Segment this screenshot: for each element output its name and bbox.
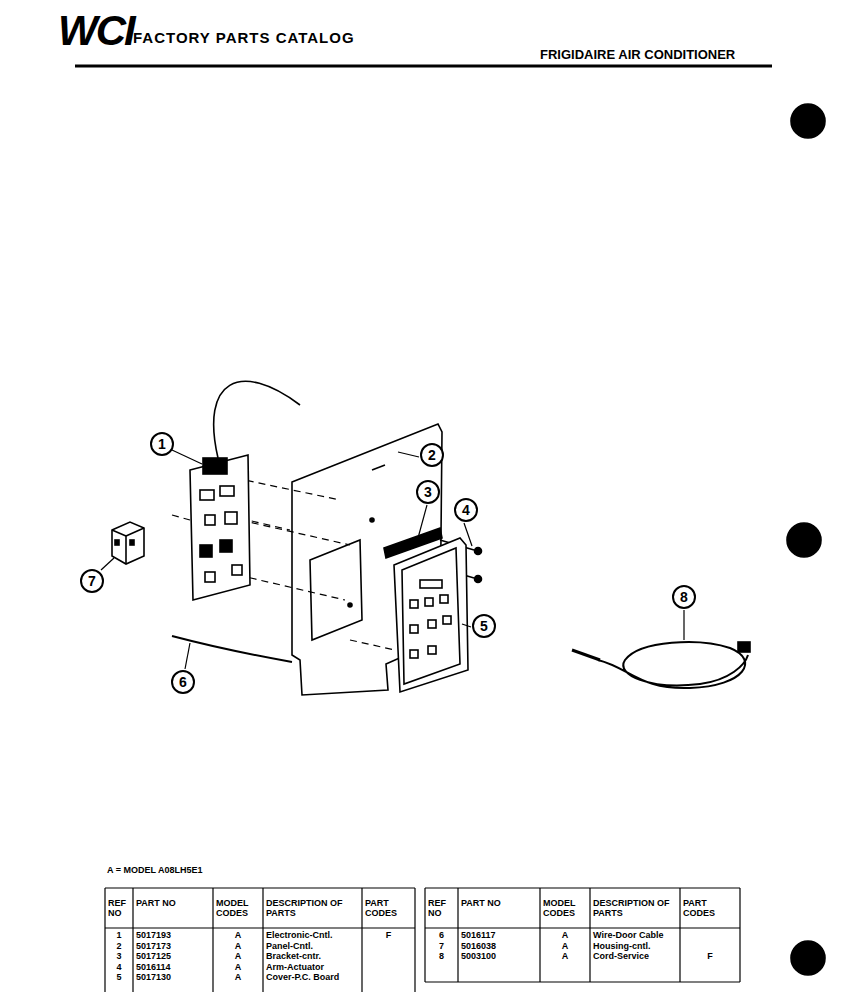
callout-number: 3 — [424, 485, 432, 499]
part-description: Cover-P.C. Board — [266, 973, 339, 983]
model-code: A — [540, 952, 590, 962]
callout-circle: 5 — [472, 614, 496, 638]
ref-number: 7 — [425, 942, 458, 952]
column-header: DESCRIPTION OF PARTS — [593, 899, 678, 919]
model-code: A — [213, 931, 263, 941]
ref-number: 5 — [105, 973, 133, 983]
callout-circle: 3 — [416, 480, 440, 504]
part-number: 5017130 — [136, 973, 171, 983]
callout-circle: 2 — [420, 443, 444, 467]
binder-hole — [787, 523, 821, 557]
part-code: F — [680, 952, 740, 962]
column-header: MODEL CODES — [216, 899, 261, 919]
model-code: A — [540, 931, 590, 941]
model-code: A — [213, 952, 263, 962]
housing — [112, 522, 144, 564]
part-number: 5016114 — [136, 963, 171, 973]
product-heading: FRIGIDAIRE AIR CONDITIONER — [540, 48, 735, 62]
ref-number: 3 — [105, 952, 133, 962]
wire — [214, 381, 300, 458]
callout-number: 4 — [462, 503, 470, 517]
part-code: F — [362, 931, 415, 941]
column-header: REF NO — [428, 899, 456, 919]
part-number: 5016038 — [461, 942, 496, 952]
column-header: DESCRIPTION OF PARTS — [266, 899, 360, 919]
column-header: REF NO — [108, 899, 131, 919]
part-description: Wire-Door Cable — [593, 931, 663, 941]
model-code: A — [213, 963, 263, 973]
part-number: 5017125 — [136, 952, 171, 962]
binder-hole — [791, 941, 825, 975]
callout-circle: 6 — [171, 670, 195, 694]
callout-circle: 8 — [672, 585, 696, 609]
ref-number: 4 — [105, 963, 133, 973]
column-header: MODEL CODES — [543, 899, 588, 919]
callout-circle: 1 — [150, 432, 174, 456]
part-description: Panel-Cntl. — [266, 942, 313, 952]
column-header: PART NO — [136, 899, 211, 909]
column-header: PART CODES — [365, 899, 413, 919]
model-code: A — [213, 973, 263, 983]
brand-logo: WCI — [58, 8, 134, 54]
header-rule — [75, 65, 772, 68]
part-number: 5003100 — [461, 952, 496, 962]
cover — [394, 538, 468, 692]
part-number: 5017173 — [136, 942, 171, 952]
callout-number: 5 — [480, 619, 488, 633]
callout-circle: 7 — [80, 569, 104, 593]
callout-number: 2 — [428, 448, 436, 462]
callout-number: 6 — [179, 675, 187, 689]
leader-line — [101, 450, 684, 669]
column-header: PART NO — [461, 899, 538, 909]
part-description: Cord-Service — [593, 952, 649, 962]
table-rule — [105, 888, 740, 992]
callout-circle: 4 — [454, 498, 478, 522]
electronic-control-board — [190, 455, 250, 600]
model-note: A = MODEL A08LH5E1 — [107, 866, 202, 876]
column-header: PART CODES — [683, 899, 738, 919]
binder-hole — [791, 104, 825, 138]
wire — [172, 636, 292, 662]
part-description: Bracket-cntr. — [266, 952, 321, 962]
callout-number: 1 — [158, 437, 166, 451]
catalog-title: FACTORY PARTS CATALOG — [133, 30, 355, 47]
callout-number: 7 — [88, 574, 96, 588]
part-description: Housing-cntl. — [593, 942, 651, 952]
callout-number: 8 — [680, 590, 688, 604]
model-code: A — [540, 942, 590, 952]
part-number: 5016117 — [461, 931, 496, 941]
ref-number: 6 — [425, 931, 458, 941]
power-cord — [572, 642, 750, 688]
part-description: Arm-Actuator — [266, 963, 324, 973]
ref-number: 1 — [105, 931, 133, 941]
ref-number: 8 — [425, 952, 458, 962]
ref-number: 2 — [105, 942, 133, 952]
part-description: Electronic-Cntl. — [266, 931, 333, 941]
model-code: A — [213, 942, 263, 952]
part-number: 5017193 — [136, 931, 171, 941]
